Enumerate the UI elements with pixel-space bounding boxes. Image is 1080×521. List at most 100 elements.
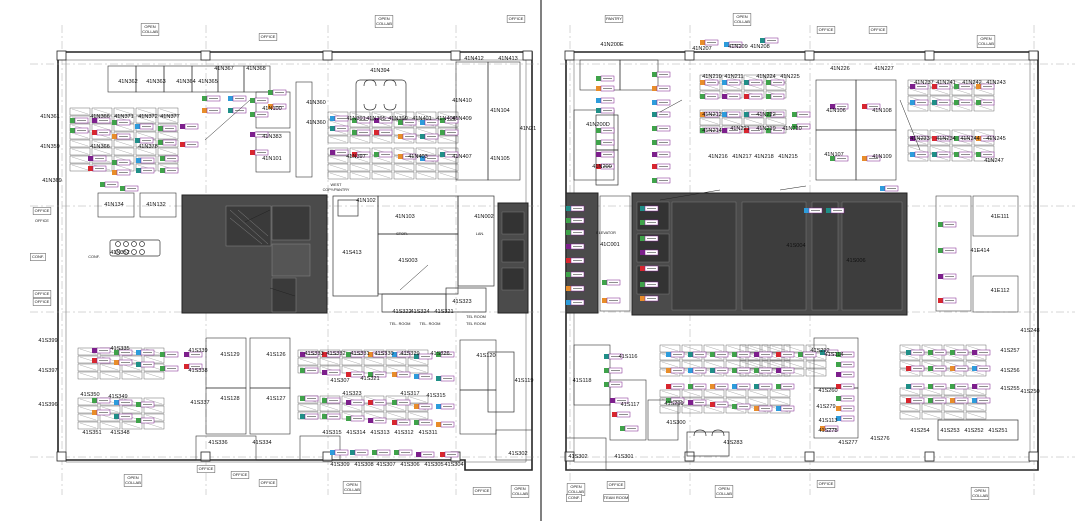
right-inner-wall	[573, 59, 1031, 463]
data-tag	[722, 93, 741, 100]
room-label: 41S308	[354, 462, 373, 468]
desk	[69, 107, 91, 116]
label-box	[32, 298, 52, 306]
room-label: 41S292	[810, 348, 829, 354]
tag-marker	[604, 368, 609, 373]
room-label: 41N365	[198, 79, 218, 85]
desk	[659, 389, 681, 398]
desk	[349, 163, 371, 172]
desk-divider	[351, 136, 369, 143]
data-tag	[710, 367, 729, 374]
data-tag	[710, 401, 729, 408]
room-label: 41N360	[306, 120, 326, 126]
desk-divider	[749, 345, 767, 352]
data-tag	[228, 107, 247, 114]
room-label: 41N208	[750, 44, 770, 50]
room-label: 41N104	[490, 108, 510, 114]
desk-divider	[967, 404, 985, 411]
desk-divider	[439, 112, 457, 119]
data-tag	[906, 365, 925, 372]
room-label: 41S323	[452, 299, 471, 305]
tag-marker	[414, 404, 419, 409]
tag-marker	[420, 156, 425, 161]
desk-divider	[351, 112, 369, 119]
data-tag	[300, 413, 319, 420]
desk	[943, 403, 965, 412]
room-label: 41S113	[819, 418, 838, 424]
data-tag	[394, 449, 413, 456]
data-tag	[566, 229, 585, 236]
tag-marker	[420, 134, 425, 139]
data-tag	[136, 361, 155, 368]
desk	[407, 411, 429, 420]
tag-marker	[416, 452, 421, 457]
room-label: 41S307	[330, 378, 349, 384]
label-text: OFFICE	[475, 488, 490, 493]
desk	[91, 139, 113, 148]
data-tag	[114, 413, 133, 420]
room-label: 41S313	[370, 430, 389, 436]
data-tag	[744, 93, 763, 100]
tag-marker	[414, 374, 419, 379]
desk-divider	[159, 116, 177, 123]
desk-divider	[395, 172, 413, 179]
tag-marker	[372, 450, 377, 455]
desk-divider	[351, 164, 369, 171]
data-tag	[744, 127, 763, 134]
room-label: 41N221	[730, 126, 750, 132]
tag-marker	[100, 182, 105, 187]
data-tag	[766, 127, 785, 134]
data-tag	[330, 149, 349, 156]
room-label: 41S276	[870, 436, 889, 442]
room-label: 41S128	[220, 396, 239, 402]
data-tag	[602, 279, 621, 286]
data-tag	[972, 383, 991, 390]
room-label: 41S255	[1000, 386, 1019, 392]
label-box	[196, 465, 216, 473]
tag-marker	[136, 350, 141, 355]
data-tag	[754, 405, 773, 412]
tag-marker	[766, 80, 771, 85]
desk-divider	[373, 112, 391, 119]
room-label: 41N134	[104, 202, 124, 208]
tag-marker	[652, 112, 657, 117]
data-tag	[436, 375, 455, 382]
room-label: 41N413	[498, 56, 518, 62]
room-label: 41S302	[568, 454, 587, 460]
room-label: 41N244	[960, 136, 980, 142]
tag-marker	[862, 104, 867, 109]
desk	[765, 117, 787, 126]
desk-divider	[683, 390, 701, 397]
desk-divider	[343, 366, 361, 373]
room-label: 41N209	[728, 44, 748, 50]
desk-divider	[115, 148, 133, 155]
plan-base	[30, 0, 1075, 521]
leader-line	[899, 99, 921, 151]
data-tag	[566, 243, 585, 250]
tag-marker	[666, 368, 671, 373]
desk-divider	[373, 172, 391, 179]
desk-divider	[387, 358, 405, 365]
label-box	[30, 253, 46, 261]
left-core	[181, 194, 529, 314]
data-tag	[120, 185, 139, 192]
desk	[327, 155, 349, 164]
data-tag	[374, 129, 393, 136]
data-tag	[880, 185, 899, 192]
room-label: 41N366	[90, 144, 110, 150]
tag-marker	[114, 400, 119, 405]
desk-divider	[901, 404, 919, 411]
tag-marker	[228, 108, 233, 113]
tag-marker	[596, 140, 601, 145]
label-box	[123, 474, 143, 487]
room-label: 41S257	[1000, 348, 1019, 354]
tag-marker	[112, 120, 117, 125]
room-label: 41N227	[874, 66, 894, 72]
tag-marker	[652, 72, 657, 77]
tag-marker	[910, 152, 915, 157]
desk	[747, 397, 769, 406]
data-tag	[652, 85, 671, 92]
service-label: ELEVATOR	[596, 231, 616, 235]
